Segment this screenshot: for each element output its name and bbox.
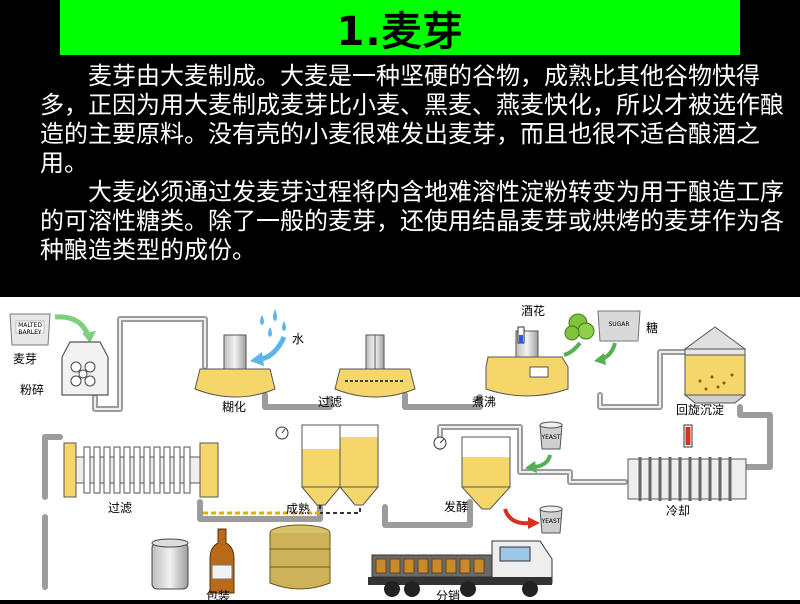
paragraph-1: 麦芽由大麦制成。大麦是一种坚硬的谷物，成熟比其他谷物快得多，正因为用大麦制成麦芽… <box>40 62 784 177</box>
label-filter: 过滤 <box>108 501 133 515</box>
fermenter <box>460 436 512 510</box>
cooler <box>627 457 747 501</box>
truck-icon <box>368 540 553 597</box>
label-lauter: 过滤 <box>318 395 343 409</box>
yeast-bottom-text: YEAST <box>541 518 561 525</box>
blue-arrow-icon <box>261 335 287 362</box>
label-boil: 煮沸 <box>472 395 497 409</box>
boil-kettle <box>485 330 569 397</box>
green-arrow-icon <box>534 454 552 469</box>
malt-sack-icon <box>9 313 51 346</box>
filter-press <box>63 442 219 498</box>
can-icon <box>151 538 189 590</box>
bottle-icon <box>209 528 235 594</box>
green-arrow-icon <box>54 314 91 337</box>
crusher-icon <box>61 341 109 396</box>
paragraph-2: 大麦必须通过发麦芽过程将内含地难溶性淀粉转变为用于酿造工序的可溶性糖类。除了一般… <box>40 178 784 264</box>
sugar-sack-icon <box>597 310 641 342</box>
gauge-icon <box>433 436 447 450</box>
mash-tun <box>194 334 276 398</box>
water-drops-icon <box>260 309 286 337</box>
label-cool: 冷却 <box>666 504 691 518</box>
label-water: 水 <box>292 332 305 346</box>
label-ferment: 发酵 <box>444 500 469 514</box>
label-mature: 成熟 <box>286 502 311 516</box>
slide-title: 1.麦芽 <box>336 8 464 55</box>
label-whirlpool: 回旋沉淀 <box>676 403 725 417</box>
green-arrow-icon <box>563 341 582 357</box>
label-package: 包装 <box>206 589 231 603</box>
malted-barley-text: MALTED BARLEY <box>18 322 42 336</box>
maturation-tanks <box>300 424 380 506</box>
sugar-sack-text: SUGAR <box>608 321 630 328</box>
yeast-tub-icon <box>539 505 563 534</box>
hops-icon <box>564 313 595 341</box>
brewing-process-diagram: 麦芽 粉碎 水 糊化 过滤 煮沸 酒花 糖 回旋沉淀 过滤 成熟 发酵 冷却 包… <box>0 297 800 603</box>
thermometer-icon <box>683 424 693 448</box>
label-malt: 麦芽 <box>13 352 38 366</box>
title-bar: 1.麦芽 <box>60 0 740 55</box>
thermometer-icon <box>517 326 525 344</box>
yeast-tub-icon <box>539 421 563 450</box>
label-distribute: 分销 <box>436 589 461 603</box>
label-sugar: 糖 <box>646 321 659 335</box>
label-hops: 酒花 <box>521 304 546 318</box>
yeast-top-text: YEAST <box>541 434 561 441</box>
body-text: 麦芽由大麦制成。大麦是一种坚硬的谷物，成熟比其他谷物快得多，正因为用大麦制成麦芽… <box>40 62 795 265</box>
label-mash: 糊化 <box>222 400 247 414</box>
lauter-tun <box>334 334 416 398</box>
whirlpool-tank <box>683 326 747 404</box>
label-crush: 粉碎 <box>20 383 45 397</box>
keg-icon <box>269 524 331 590</box>
gauge-icon <box>275 426 289 440</box>
red-arrow-icon <box>503 508 531 526</box>
